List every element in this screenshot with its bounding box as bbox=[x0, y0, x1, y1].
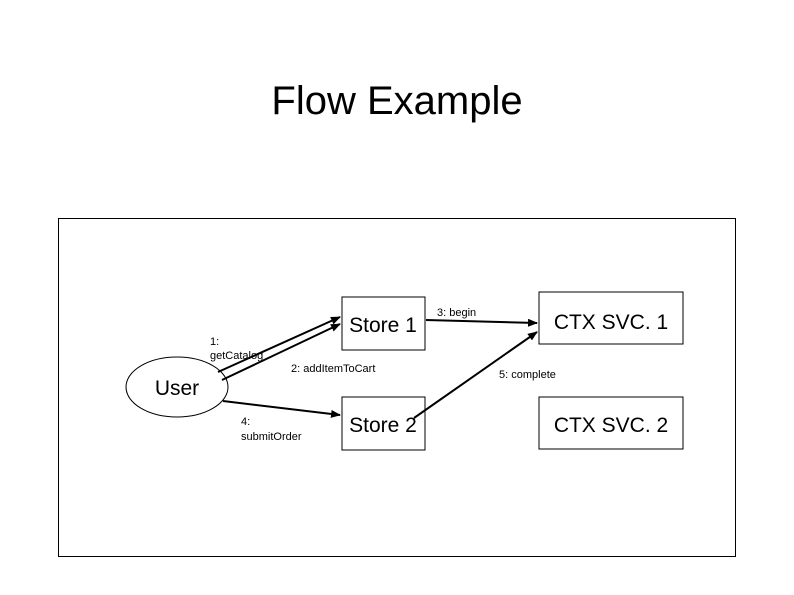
edge-add-item bbox=[221, 323, 341, 381]
label-submit-order-line1: 4: bbox=[241, 416, 250, 428]
diagram-frame bbox=[58, 218, 736, 557]
edge-get-catalog bbox=[217, 316, 341, 373]
store1-label: Store 1 bbox=[349, 314, 417, 337]
slide-title: Flow Example bbox=[271, 79, 523, 123]
edge-begin bbox=[425, 318, 538, 327]
ctx2-node: CTX SVC. 2 bbox=[538, 396, 684, 450]
label-get-catalog: 1: getCatalog bbox=[210, 336, 263, 362]
label-get-catalog-line1: 1: bbox=[210, 336, 219, 348]
store1-box bbox=[341, 296, 426, 351]
user-ellipse bbox=[125, 356, 229, 418]
store1-node: Store 1 bbox=[341, 296, 426, 351]
user-node: User bbox=[125, 356, 229, 418]
ctx2-box bbox=[538, 396, 684, 450]
store2-node: Store 2 bbox=[341, 396, 426, 451]
user-label: User bbox=[155, 377, 199, 400]
label-submit-order: 4: submitOrder bbox=[241, 416, 302, 443]
label-add-item: 2: addItemToCart bbox=[291, 363, 375, 375]
store2-box bbox=[341, 396, 426, 451]
label-get-catalog-line2: getCatalog bbox=[210, 350, 263, 362]
label-submit-order-line2: submitOrder bbox=[241, 431, 302, 443]
edge-complete bbox=[413, 331, 538, 419]
ctx1-label: CTX SVC. 1 bbox=[554, 311, 668, 334]
label-begin: 3: begin bbox=[437, 307, 476, 319]
ctx1-node: CTX SVC. 1 bbox=[538, 291, 684, 345]
ctx2-label: CTX SVC. 2 bbox=[554, 414, 668, 437]
ctx1-box bbox=[538, 291, 684, 345]
label-complete: 5: complete bbox=[499, 369, 556, 381]
store2-label: Store 2 bbox=[349, 414, 417, 437]
edge-submit-order bbox=[222, 400, 341, 418]
